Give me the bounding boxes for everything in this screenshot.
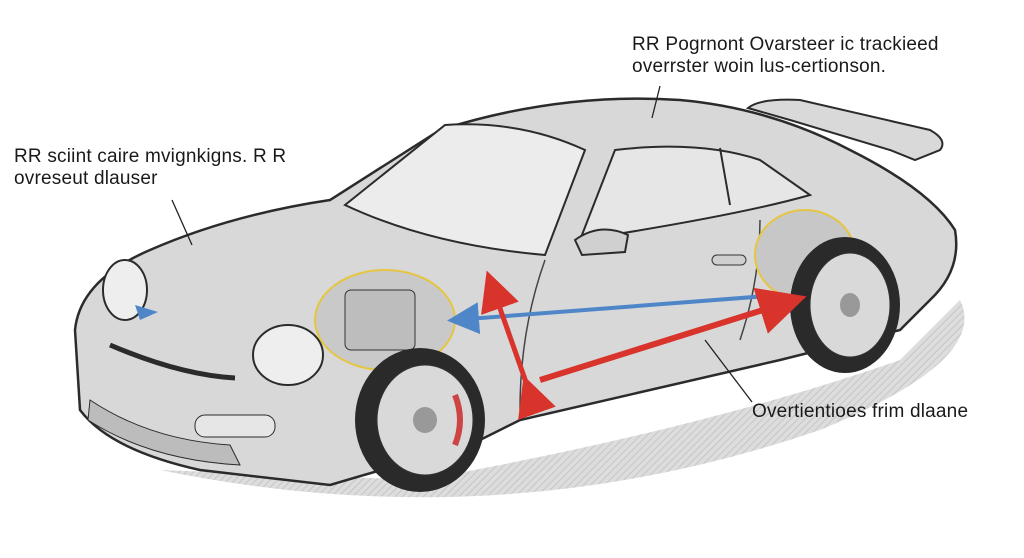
side-window [578,145,813,242]
leader-line-top [651,85,661,119]
annotation-left-line1: RR sciint caire mvignkigns. R R [14,146,287,167]
rear-wheel [790,237,900,373]
annotation-top-line1: RR Pogrnont Ovarsteer ic trackieed [632,34,939,55]
ground-shadow [160,300,965,498]
annotation-bottom: Overtientioes frim dlaane [752,401,968,423]
annotation-top: RR Pogrnont Ovarsteer ic trackieed overr… [632,34,939,78]
annotation-left: RR sciint caire mvignkigns. R R ovreseut… [14,146,286,190]
blue-front-arrow [135,305,158,320]
windshield [343,123,587,257]
rear-spoiler [745,98,944,162]
headlight-left [102,259,148,321]
leader-line-left [171,199,193,246]
red-oversteer-arrow [539,287,807,383]
door-handle [711,254,747,266]
red-vertical-arrow [481,270,556,420]
front-bumper [87,399,241,466]
side-mirror [573,228,630,257]
front-wheel [355,348,485,492]
annotation-left-line2: ovreseut dlauser [14,168,158,189]
leader-line-bottom [704,339,753,403]
headlight-right [252,324,324,386]
annotation-top-line2: overrster woin lus-certionson. [632,56,887,77]
fog-light [194,414,276,438]
annotation-bottom-line1: Overtientioes frim dlaane [752,401,969,422]
